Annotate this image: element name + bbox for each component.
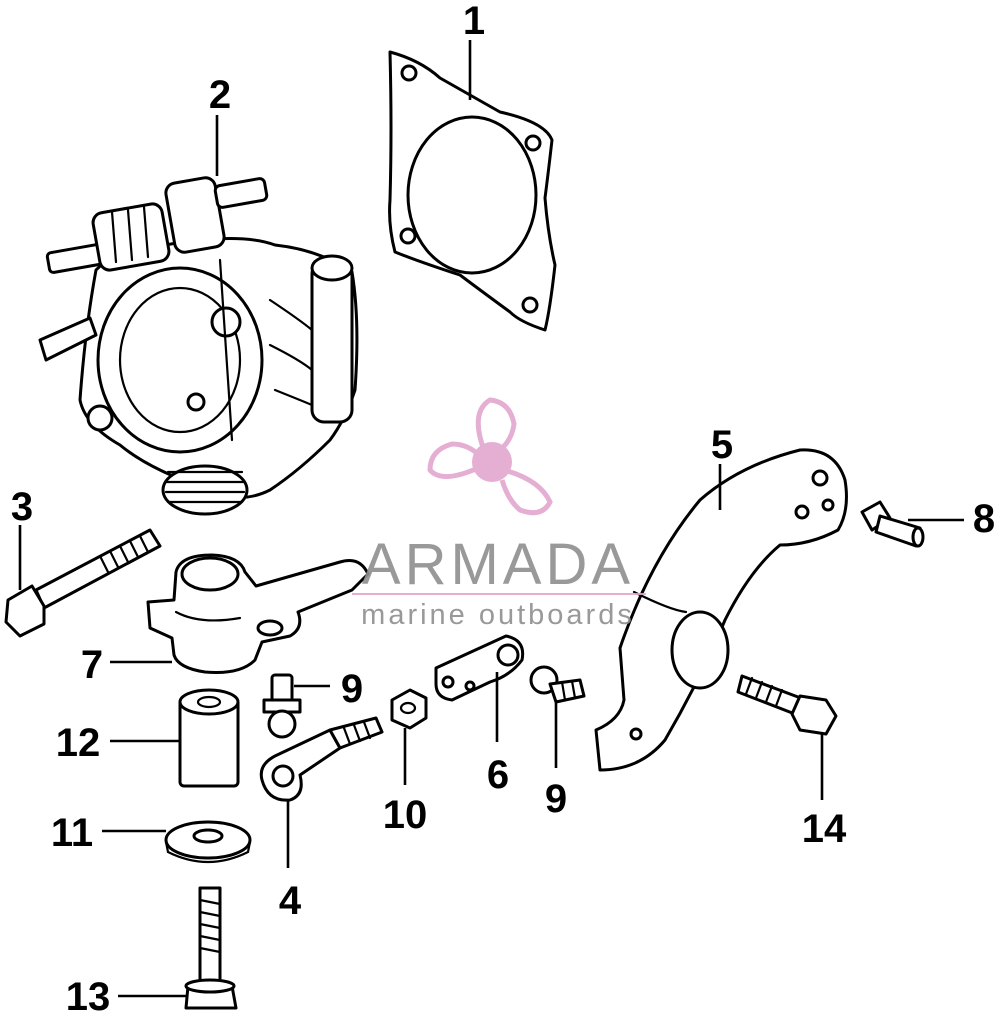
part-3-long-bolt [4, 528, 162, 638]
watermark-brand: ARMADA [362, 532, 634, 597]
part-10-nut [390, 688, 428, 730]
propeller-icon [427, 397, 553, 516]
part-8-small-bolt [860, 500, 925, 548]
part-14-bolt [736, 674, 838, 736]
part-1-gasket [388, 50, 557, 332]
callout-6: 6 [487, 753, 509, 797]
part-11-washer [164, 820, 252, 864]
callout-10: 10 [383, 793, 428, 837]
callout-11: 11 [51, 811, 93, 855]
callout-9-left: 9 [341, 667, 363, 711]
callout-5: 5 [711, 423, 733, 467]
watermark-tagline: marine outboards [361, 599, 635, 631]
part-7-lever [146, 553, 370, 674]
part-12-sleeve [178, 688, 240, 788]
watermark: ARMADA marine outboards [352, 397, 646, 631]
callout-14: 14 [802, 807, 847, 851]
part-9-ball-stud-right [529, 665, 586, 704]
part-9-ball-stud-left [262, 673, 302, 739]
part-4-rod-end [259, 716, 384, 802]
callout-numbers: 1 2 3 4 5 6 7 8 9 9 10 11 12 13 14 [11, 0, 995, 1019]
part-13-vertical-bolt [184, 886, 238, 1010]
leader-lines [18, 40, 964, 998]
callout-12: 12 [56, 721, 101, 765]
callout-13: 13 [66, 975, 111, 1019]
part-6-link [434, 634, 525, 702]
callout-8: 8 [973, 497, 995, 541]
callout-3: 3 [11, 485, 33, 529]
callout-2: 2 [209, 73, 231, 117]
callout-4: 4 [279, 879, 302, 923]
part-5-throttle-cam [594, 448, 848, 772]
callout-9-right: 9 [545, 777, 567, 821]
part-2-throttle-body [38, 176, 359, 516]
callout-7: 7 [81, 643, 103, 687]
callout-1: 1 [463, 0, 485, 43]
